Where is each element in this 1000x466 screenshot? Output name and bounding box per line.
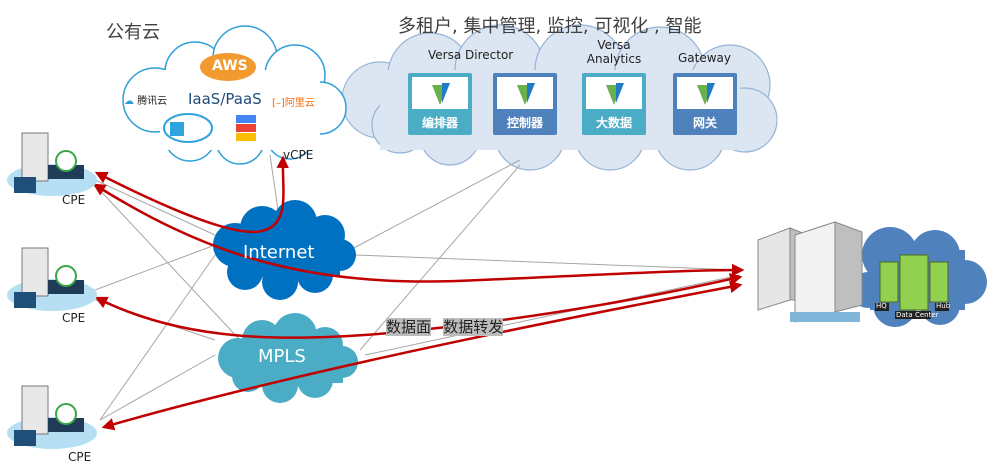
aliyun-name: 阿里云 [284, 98, 315, 109]
tencent-cloud-name: 腾讯云 [137, 96, 168, 107]
google-cloud-icon [236, 115, 256, 141]
aliyun-icon: [–] [272, 98, 285, 109]
aws-logo [200, 53, 256, 81]
data-center-label: Data Center [896, 311, 939, 319]
tile-big-data[interactable]: 大数据 [582, 73, 646, 135]
cpe-label-3: CPE [68, 450, 92, 464]
aliyun-label: [–]阿里云 [272, 94, 315, 109]
cpe-label-1: CPE [62, 193, 86, 207]
versa-logo-icon [586, 77, 642, 109]
gateway-header: Gateway [678, 51, 732, 65]
control-lines [94, 154, 741, 421]
tile-label: 控制器 [506, 116, 543, 130]
cpe-label-2: CPE [62, 311, 86, 325]
hub-label: Hub [936, 302, 951, 310]
tencent-cloud-label: ☁ 腾讯云 [124, 92, 167, 107]
vcpe-label: vCPE [283, 148, 314, 162]
tile-orchestrator[interactable]: 编排器 [408, 73, 472, 135]
versa-logo-icon [497, 77, 553, 109]
hq-label: HQ [876, 302, 887, 310]
versa-logo-icon [677, 77, 733, 109]
tile-label: 网关 [692, 116, 717, 130]
traffic-arrows [92, 155, 745, 431]
hq-buildings [757, 221, 863, 323]
versa-logo-icon [412, 77, 468, 109]
versa-director-header: Versa Director [428, 48, 514, 62]
data-plane-dash: – [431, 318, 439, 336]
tile-controller[interactable]: 控制器 [493, 73, 557, 135]
tile-label: 编排器 [421, 116, 458, 130]
data-plane-part1: 数据面 [386, 318, 432, 336]
data-plane-label: 数据面– 数据转发 [386, 316, 504, 337]
management-title: 多租户, 集中管理, 监控, 可视化 , 智能 [398, 16, 702, 37]
azure-icon [163, 113, 213, 143]
internet-label: Internet [243, 242, 315, 263]
server-racks [875, 254, 949, 319]
cpe-icons [7, 132, 97, 449]
versa-analytics-header: Versa Analytics [586, 38, 642, 66]
tile-gateway[interactable]: 网关 [673, 73, 737, 135]
mpls-label: MPLS [258, 346, 306, 367]
public-cloud-title: 公有云 [106, 22, 160, 43]
iaas-paas-label: IaaS/PaaS [188, 90, 262, 108]
aws-label: AWS [212, 58, 248, 74]
tile-label: 大数据 [595, 116, 632, 130]
data-plane-part2: 数据转发 [443, 318, 504, 336]
tencent-cloud-icon: ☁ [124, 96, 134, 107]
